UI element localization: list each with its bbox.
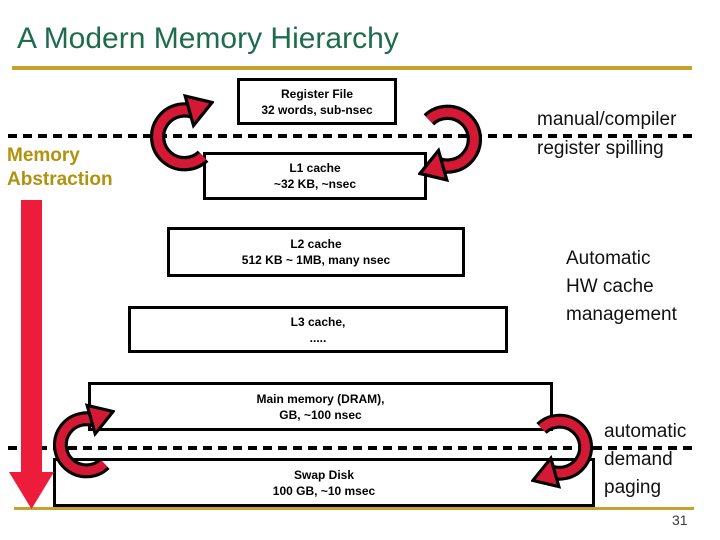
annotation-hw-cache-line2: HW cache <box>566 276 654 297</box>
annotation-demand-paging-line1: automatic <box>604 421 687 442</box>
box-l2-cache-title: L2 cache <box>290 237 342 251</box>
box-l3-cache-detail: ..... <box>309 330 327 345</box>
box-register-file-detail: 32 words, sub-nsec <box>261 102 373 117</box>
page-number: 31 <box>672 512 688 528</box>
box-l2-cache: L2 cache 512 KB ~ 1MB, many nsec <box>167 227 465 277</box>
box-swap-disk: Swap Disk 100 GB, ~10 msec <box>53 458 595 507</box>
box-l2-cache-detail: 512 KB ~ 1MB, many nsec <box>241 253 391 267</box>
box-main-memory-title: Main memory (DRAM), <box>256 391 385 406</box>
annotation-demand-paging-line2: demand <box>604 449 673 470</box>
annotation-register-spilling: manual/compiler register spilling <box>537 105 676 163</box>
box-swap-disk-title: Swap Disk <box>293 467 355 482</box>
abstraction-arrow-icon <box>9 200 54 509</box>
bottom-rule <box>14 507 694 510</box>
cycle-arrow-icon <box>150 93 214 172</box>
memory-abstraction-label-line1: Memory <box>7 145 80 166</box>
annotation-hw-cache-line1: Automatic <box>566 248 651 269</box>
cycle-arrow-icon <box>53 403 115 479</box>
box-l1-cache-title: L1 cache <box>289 161 341 175</box>
box-register-file-title: Register File <box>280 86 354 101</box>
box-swap-disk-detail: 100 GB, ~10 msec <box>272 483 376 498</box>
dashed-divider-register-level <box>8 134 696 138</box>
annotation-hw-cache-management: Automatic HW cache management <box>566 245 677 329</box>
box-l3-cache-title: L3 cache, <box>290 314 346 329</box>
title-underline <box>12 66 692 70</box>
memory-abstraction-label: Memory Abstraction <box>7 144 113 192</box>
page-title: A Modern Memory Hierarchy <box>17 22 399 55</box>
annotation-demand-paging: automatic demand paging <box>604 418 686 502</box>
annotation-demand-paging-line3: paging <box>604 477 662 498</box>
cycle-arrow-icon <box>531 413 593 489</box>
box-l1-cache: L1 cache ~32 KB, ~nsec <box>203 152 427 200</box>
box-l1-cache-detail: ~32 KB, ~nsec <box>273 177 357 191</box>
box-main-memory-detail: GB, ~100 nsec <box>279 407 362 422</box>
annotation-register-spilling-line2: register spilling <box>537 138 664 159</box>
box-l3-cache: L3 cache, ..... <box>128 306 508 353</box>
memory-abstraction-label-line2: Abstraction <box>7 169 113 190</box>
annotation-hw-cache-line3: management <box>566 304 677 325</box>
dashed-divider-swap-level <box>8 446 696 450</box>
annotation-register-spilling-line1: manual/compiler <box>537 109 677 130</box>
box-register-file: Register File 32 words, sub-nsec <box>237 78 397 125</box>
box-main-memory: Main memory (DRAM), GB, ~100 nsec <box>88 382 553 431</box>
cycle-arrow-icon <box>418 104 482 183</box>
